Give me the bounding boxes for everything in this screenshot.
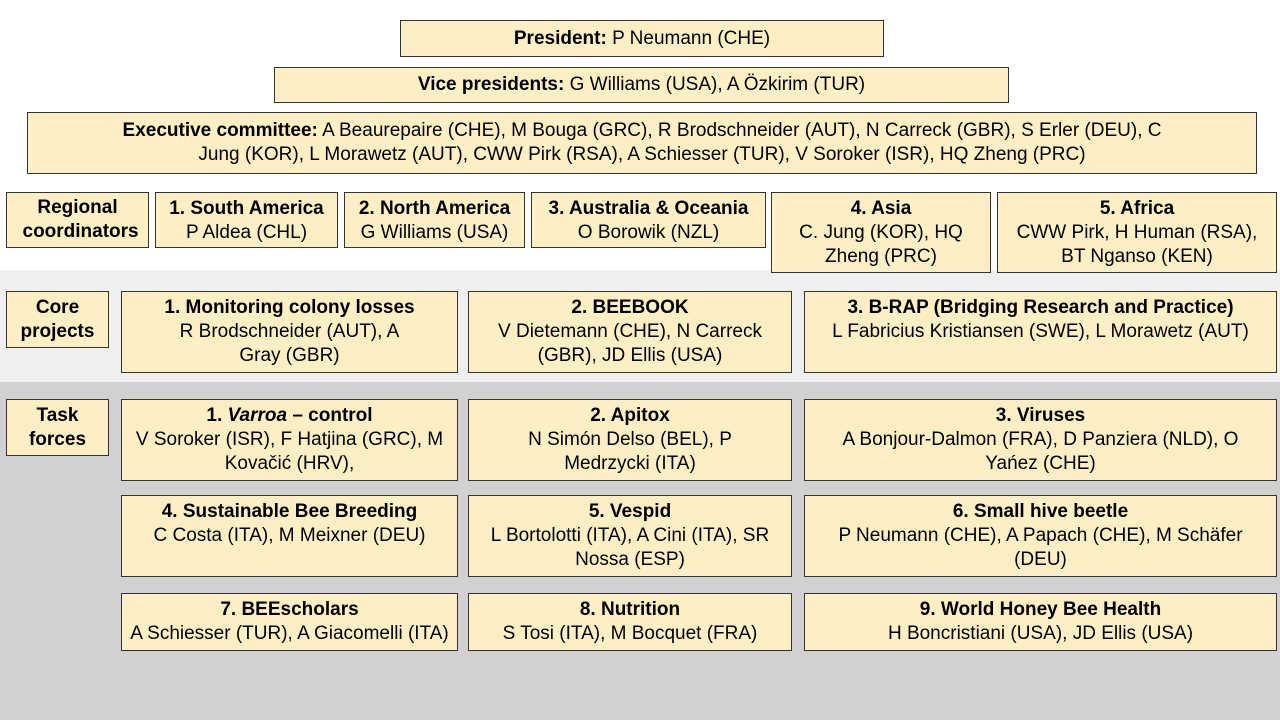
core-project-2: 2. BEEBOOK V Dietemann (CHE), N Carreck … [468,291,792,373]
vice-presidents-box: Vice presidents: G Williams (USA), A Özk… [274,67,1009,103]
task-title: 8. Nutrition [579,599,681,620]
task-title: 7. BEEscholars [220,599,359,620]
region-title: 3. Australia & Oceania [548,198,749,219]
project-people: V Dietemann (CHE), N Carreck (GBR), JD E… [498,321,762,366]
region-australia-oceania: 3. Australia & Oceania O Borowik (NZL) [531,192,766,248]
task-title: 6. Small hive beetle [952,501,1129,522]
task-force-2: 2. Apitox N Simón Delso (BEL), P Medrzyc… [468,399,792,481]
task-people: L Bortolotti (ITA), A Cini (ITA), SR Nos… [490,525,770,570]
region-title: 1. South America [169,198,324,219]
region-people: P Aldea (CHL) [185,222,308,243]
core-project-3: 3. B-RAP (Bridging Research and Practice… [804,291,1277,373]
executive-text-1: A Beaurepaire (CHE), M Bouga (GRC), R Br… [322,120,1162,141]
core-project-1: 1. Monitoring colony losses R Brodschnei… [121,291,458,373]
president-label: President: [513,27,607,49]
vice-presidents-text: G Williams (USA), A Özkirim (TUR) [569,74,866,95]
project-title: 2. BEEBOOK [571,297,689,318]
task-title-suffix: – control [287,405,373,426]
task-label: Task forces [28,404,87,450]
task-title: 5. Vespid [588,501,672,522]
task-title-italic: Varroa [227,405,288,426]
project-title: 1. Monitoring colony losses [164,297,415,318]
region-title: 2. North America [358,198,511,219]
region-south-america: 1. South America P Aldea (CHL) [155,192,338,248]
task-force-1: 1. Varroa – control V Soroker (ISR), F H… [121,399,458,481]
task-people: P Neumann (CHE), A Papach (CHE), M Schäf… [838,525,1243,570]
president-text: P Neumann (CHE) [612,27,771,49]
region-people: CWW Pirk, H Human (RSA), BT Nganso (KEN) [1016,222,1258,267]
task-title: 4. Sustainable Bee Breeding [161,501,418,522]
core-label: Core projects [20,296,95,342]
task-people: A Bonjour-Dalmon (FRA), D Panziera (NLD)… [842,429,1239,474]
project-people: L Fabricius Kristiansen (SWE), L Morawet… [832,321,1249,342]
project-people: R Brodschneider (AUT), A Gray (GBR) [179,321,400,366]
regional-label-box: Regional coordinators [6,192,149,248]
president-box: President: P Neumann (CHE) [400,20,884,57]
region-people: C. Jung (KOR), HQ Zheng (PRC) [799,222,963,267]
task-title: 3. Viruses [995,405,1086,426]
executive-label: Executive committee: [122,120,318,141]
task-people: H Boncristiani (USA), JD Ellis (USA) [887,623,1194,644]
task-title: 2. Apitox [590,405,670,426]
task-force-9: 9. World Honey Bee Health H Boncristiani… [804,593,1277,651]
task-people: S Tosi (ITA), M Bocquet (FRA) [502,623,758,644]
executive-line-1: Executive committee: A Beaurepaire (CHE)… [123,119,1162,143]
region-title: 5. Africa [1099,198,1175,219]
region-people: O Borowik (NZL) [577,222,720,243]
region-asia: 4. Asia C. Jung (KOR), HQ Zheng (PRC) [771,192,991,273]
vice-presidents-label: Vice presidents: [417,74,565,95]
task-people: V Soroker (ISR), F Hatjina (GRC), M Kova… [135,429,444,474]
task-people: A Schiesser (TUR), A Giacomelli (ITA) [130,623,449,644]
task-people: C Costa (ITA), M Meixner (DEU) [153,525,426,546]
region-people: G Williams (USA) [360,222,509,243]
project-title: 3. B-RAP (Bridging Research and Practice… [847,297,1234,318]
task-people: N Simón Delso (BEL), P Medrzycki (ITA) [528,429,732,474]
task-title: 9. World Honey Bee Health [919,599,1162,620]
task-force-6: 6. Small hive beetle P Neumann (CHE), A … [804,495,1277,577]
task-title: 1. Varroa – control [206,404,372,428]
task-force-7: 7. BEEscholars A Schiesser (TUR), A Giac… [121,593,458,651]
task-force-3: 3. Viruses A Bonjour-Dalmon (FRA), D Pan… [804,399,1277,481]
task-force-5: 5. Vespid L Bortolotti (ITA), A Cini (IT… [468,495,792,577]
region-north-america: 2. North America G Williams (USA) [344,192,525,248]
region-title: 4. Asia [850,198,912,219]
region-africa: 5. Africa CWW Pirk, H Human (RSA), BT Ng… [997,192,1277,273]
task-force-4: 4. Sustainable Bee Breeding C Costa (ITA… [121,495,458,577]
executive-committee-box: Executive committee: A Beaurepaire (CHE)… [27,112,1257,174]
task-title-prefix: 1. [206,405,228,426]
core-label-box: Core projects [6,291,109,348]
regional-label: Regional coordinators [22,197,139,242]
task-force-8: 8. Nutrition S Tosi (ITA), M Bocquet (FR… [468,593,792,651]
executive-text-2: Jung (KOR), L Morawetz (AUT), CWW Pirk (… [198,144,1086,165]
task-label-box: Task forces [6,399,109,456]
